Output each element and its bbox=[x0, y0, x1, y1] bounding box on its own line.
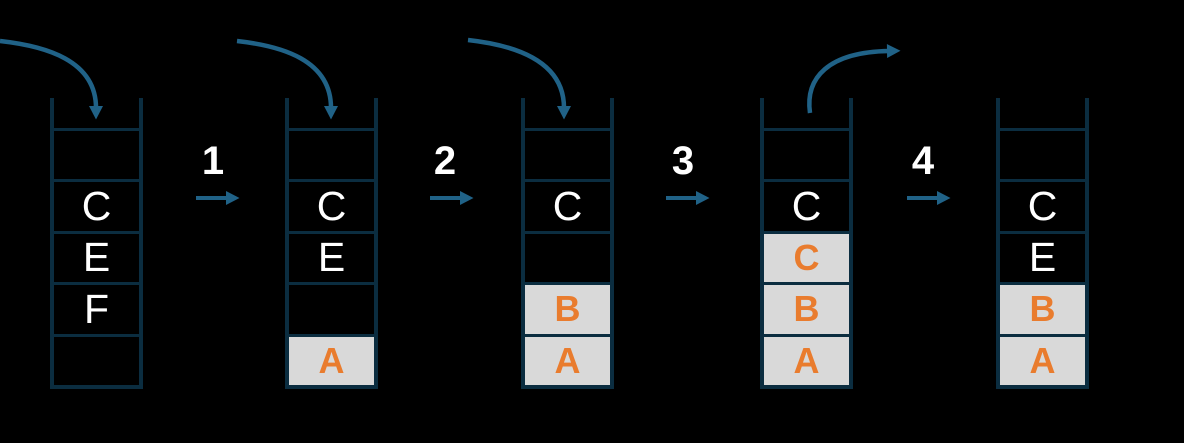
stack-cell: B bbox=[525, 282, 610, 334]
cell-label: C bbox=[791, 183, 822, 230]
cell-label: A bbox=[554, 339, 581, 381]
stack-opening bbox=[525, 98, 610, 128]
step-label-3: 3 bbox=[671, 139, 695, 183]
stack-cell: A bbox=[525, 333, 610, 385]
stack-cell: C bbox=[54, 179, 139, 230]
cell-label: E bbox=[317, 234, 346, 281]
stack-cell: E bbox=[54, 230, 139, 282]
stack-cell: A bbox=[289, 333, 374, 385]
stack-cell bbox=[54, 128, 139, 179]
stack-after-step-2: C B A bbox=[521, 98, 614, 389]
cell-label: C bbox=[81, 183, 112, 230]
stack-opening bbox=[289, 98, 374, 128]
stack-cell: A bbox=[1000, 333, 1085, 385]
cell-label: C bbox=[1027, 183, 1058, 230]
stack-cell bbox=[525, 128, 610, 179]
cell-label: C bbox=[793, 236, 820, 278]
cell-label: A bbox=[793, 339, 820, 381]
stack-cell: C bbox=[764, 179, 849, 230]
stack-after-step-4: C E B A bbox=[996, 98, 1089, 389]
stack-cell bbox=[54, 333, 139, 385]
stack-cell: A bbox=[764, 333, 849, 385]
stack-cell bbox=[289, 128, 374, 179]
stack-cell: C bbox=[1000, 179, 1085, 230]
stack-after-step-3: C C B A bbox=[760, 98, 853, 389]
cell-label: F bbox=[83, 285, 110, 332]
cell-label: C bbox=[552, 183, 583, 230]
stack-cell bbox=[764, 128, 849, 179]
stack-cell bbox=[289, 282, 374, 333]
stack-cell: C bbox=[525, 179, 610, 230]
cell-label: A bbox=[318, 339, 345, 381]
step-label-1: 1 bbox=[201, 139, 225, 183]
cell-label: B bbox=[793, 288, 820, 330]
stack-cell bbox=[525, 230, 610, 282]
stack-cell: E bbox=[289, 230, 374, 282]
cell-label: B bbox=[554, 288, 581, 330]
stack-cell: B bbox=[764, 282, 849, 334]
stack-after-step-1: C E A bbox=[285, 98, 378, 389]
step-label-4: 4 bbox=[911, 139, 935, 183]
stack-cell: C bbox=[289, 179, 374, 230]
cell-label: C bbox=[316, 183, 347, 230]
stack-opening bbox=[54, 98, 139, 128]
cell-label: E bbox=[82, 234, 111, 281]
stack-cell bbox=[1000, 128, 1085, 179]
stack-cell: C bbox=[764, 230, 849, 283]
stack-cell: E bbox=[1000, 230, 1085, 282]
cell-label: B bbox=[1029, 288, 1056, 330]
stack-cell: F bbox=[54, 282, 139, 333]
cell-label: A bbox=[1029, 339, 1056, 381]
step-label-2: 2 bbox=[433, 139, 457, 183]
stack-opening bbox=[764, 98, 849, 128]
stack-initial: C E F bbox=[50, 98, 143, 389]
stack-opening bbox=[1000, 98, 1085, 128]
stack-cell: B bbox=[1000, 282, 1085, 334]
cell-label: E bbox=[1028, 234, 1057, 281]
